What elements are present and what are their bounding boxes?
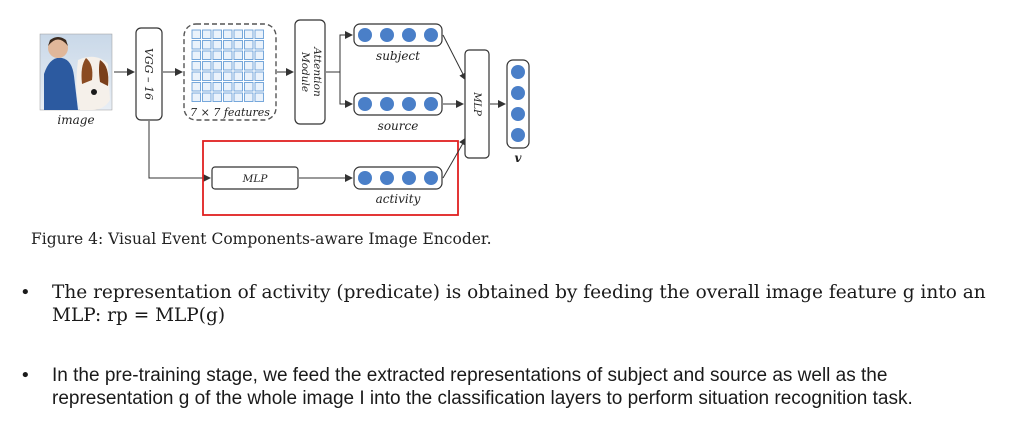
feature-cell bbox=[254, 40, 264, 50]
feature-cell bbox=[233, 71, 243, 81]
feature-cell bbox=[233, 61, 243, 71]
feature-cell bbox=[212, 29, 222, 39]
feature-cell bbox=[191, 50, 201, 60]
feature-cell bbox=[212, 61, 222, 71]
feature-cell bbox=[202, 29, 212, 39]
feature-cell bbox=[254, 92, 264, 102]
vector-node bbox=[424, 171, 438, 185]
feature-cell bbox=[223, 71, 233, 81]
vector-node bbox=[358, 28, 372, 42]
feature-cell bbox=[191, 82, 201, 92]
feature-cell bbox=[212, 82, 222, 92]
vector-node bbox=[380, 97, 394, 111]
output-label: v bbox=[515, 151, 523, 165]
feature-cell bbox=[202, 61, 212, 71]
image-label: image bbox=[57, 113, 94, 127]
feature-cell bbox=[223, 40, 233, 50]
vector-node bbox=[380, 28, 394, 42]
feature-cell bbox=[233, 50, 243, 60]
vector-node bbox=[511, 107, 525, 121]
bullet-text: In the pre-training stage, we feed the e… bbox=[52, 365, 913, 409]
feature-cell bbox=[244, 61, 254, 71]
subject-vector bbox=[353, 23, 443, 47]
feature-cell bbox=[191, 92, 201, 102]
activity-vector bbox=[353, 166, 443, 190]
mlp-fusion-box bbox=[464, 49, 490, 159]
activity-nodes bbox=[358, 171, 438, 185]
feature-cell bbox=[254, 82, 264, 92]
feature-cell bbox=[223, 61, 233, 71]
vector-node bbox=[402, 28, 416, 42]
attention-label-2: Module bbox=[299, 51, 311, 92]
activity-label: activity bbox=[376, 192, 421, 206]
feature-cell bbox=[191, 61, 201, 71]
vector-node bbox=[511, 86, 525, 100]
output-vector bbox=[506, 59, 530, 149]
input-photo bbox=[39, 33, 113, 111]
vector-node bbox=[402, 171, 416, 185]
feature-cell bbox=[202, 40, 212, 50]
feature-cell bbox=[233, 40, 243, 50]
feature-cell bbox=[202, 50, 212, 60]
feature-grid bbox=[191, 29, 264, 102]
bullet-marker: • bbox=[20, 282, 31, 303]
feature-cell bbox=[254, 61, 264, 71]
attention-label-1: Attention bbox=[311, 46, 323, 97]
feature-cell bbox=[212, 71, 222, 81]
feature-cell bbox=[202, 71, 212, 81]
mlp-activity-box bbox=[211, 166, 299, 190]
feature-cell bbox=[233, 92, 243, 102]
feature-cell bbox=[212, 50, 222, 60]
feature-cell bbox=[202, 82, 212, 92]
vector-node bbox=[358, 97, 372, 111]
bullet-item-pretraining: • In the pre-training stage, we feed the… bbox=[20, 364, 1010, 410]
feature-cell bbox=[223, 92, 233, 102]
feature-cell bbox=[191, 71, 201, 81]
source-nodes bbox=[358, 97, 438, 111]
feature-cell bbox=[223, 82, 233, 92]
vgg16-box bbox=[135, 27, 163, 121]
attention-module-box bbox=[294, 19, 326, 125]
mlp-fusion-label: MLP bbox=[471, 91, 482, 116]
vector-node bbox=[424, 28, 438, 42]
feature-cell bbox=[254, 50, 264, 60]
subject-nodes bbox=[358, 28, 438, 42]
output-nodes bbox=[511, 65, 525, 142]
source-label: source bbox=[378, 119, 419, 133]
feature-cell bbox=[244, 71, 254, 81]
feature-cell bbox=[202, 92, 212, 102]
mlp-activity-label: MLP bbox=[242, 173, 269, 185]
feature-cell bbox=[233, 82, 243, 92]
feature-cell bbox=[244, 92, 254, 102]
vector-node bbox=[380, 171, 394, 185]
feature-cell bbox=[233, 29, 243, 39]
subject-label: subject bbox=[376, 49, 420, 63]
bullet-marker: • bbox=[20, 365, 31, 386]
feature-cell bbox=[244, 82, 254, 92]
vector-node bbox=[402, 97, 416, 111]
feature-cell bbox=[191, 29, 201, 39]
vector-node bbox=[511, 128, 525, 142]
feature-cell bbox=[212, 40, 222, 50]
figure-caption: Figure 4: Visual Event Components-aware … bbox=[31, 230, 492, 248]
bullet-text: The representation of activity (predicat… bbox=[52, 282, 986, 326]
feature-cell bbox=[244, 50, 254, 60]
feature-cell bbox=[254, 71, 264, 81]
activity-highlight-box bbox=[202, 140, 459, 216]
vector-node bbox=[511, 65, 525, 79]
feature-cell bbox=[223, 29, 233, 39]
feature-cell bbox=[244, 29, 254, 39]
feature-cell bbox=[244, 40, 254, 50]
vector-node bbox=[358, 171, 372, 185]
vector-node bbox=[424, 97, 438, 111]
feature-cell bbox=[223, 50, 233, 60]
feature-cell bbox=[254, 29, 264, 39]
feature-cell bbox=[191, 40, 201, 50]
source-vector bbox=[353, 92, 443, 116]
encoder-diagram: image VGG – 16 7 × 7 features Attention … bbox=[39, 19, 530, 216]
vgg16-label: VGG – 16 bbox=[142, 48, 155, 100]
feature-cell bbox=[212, 92, 222, 102]
features-label: 7 × 7 features bbox=[190, 106, 270, 119]
bullet-item-activity: • The representation of activity (predic… bbox=[20, 281, 1010, 327]
